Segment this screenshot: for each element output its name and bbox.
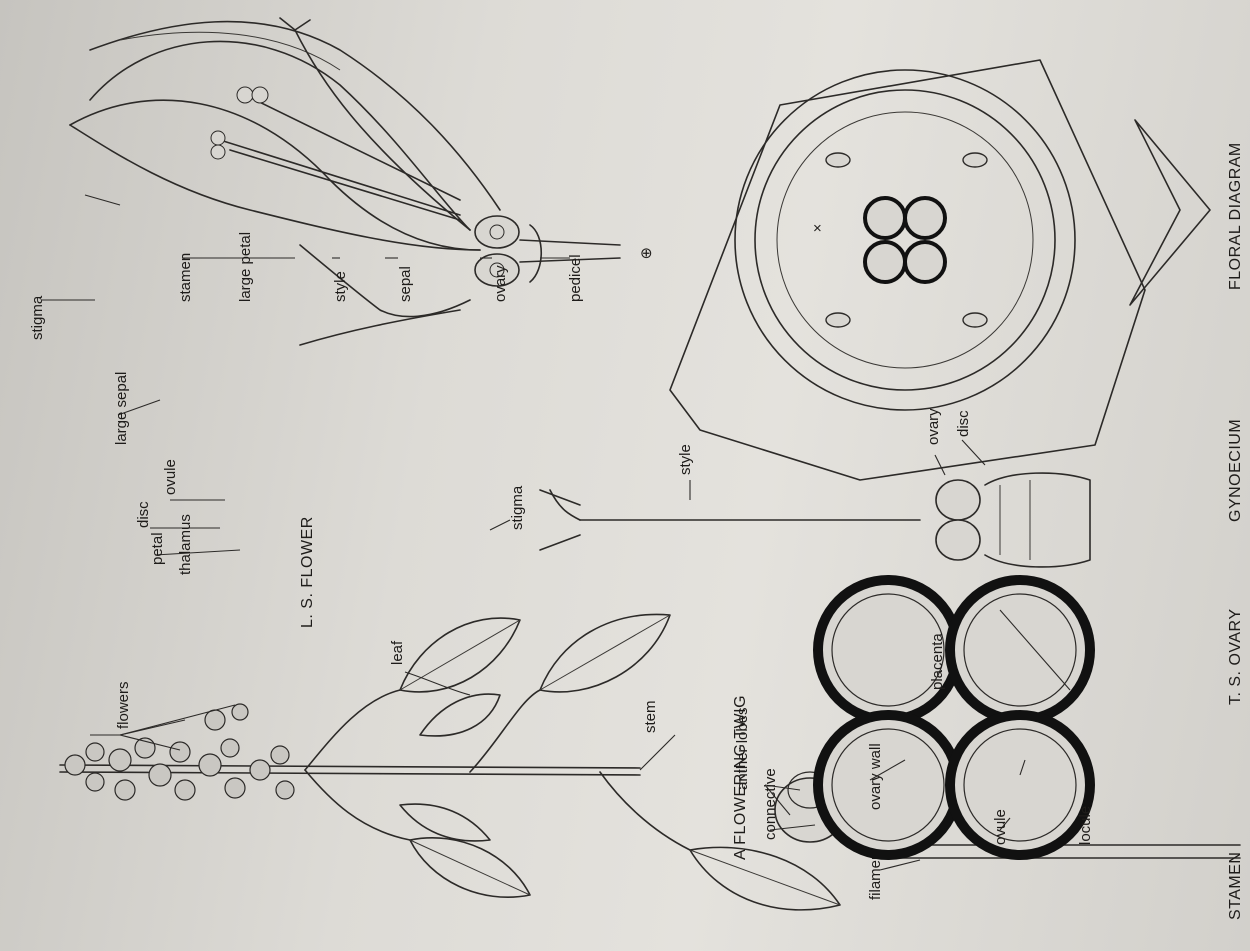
label-gyn-ovary: ovary	[925, 408, 942, 445]
label-flowers: flowers	[115, 681, 132, 729]
caption-ls-flower: L. S. FLOWER	[299, 516, 316, 628]
ts-ovary	[818, 580, 1090, 855]
label-ls-ovule: ovule	[162, 459, 179, 495]
label-ls-thalamus: thalamus	[177, 514, 194, 575]
label-leaf: leaf	[389, 640, 406, 665]
label-ls-large-sepal: large sepal	[113, 372, 130, 445]
label-ls-stamen: stamen	[177, 253, 194, 302]
label-ts-ovule: ovule	[992, 809, 1009, 845]
label-stem: stem	[642, 700, 659, 733]
label-ls-sepal: sepal	[397, 266, 414, 302]
flowering-twig	[60, 614, 840, 909]
label-gyn-disc: disc	[955, 410, 972, 437]
mother-axis-symbol: ×	[813, 220, 822, 237]
label-ls-ovary: ovary	[492, 265, 509, 302]
label-gyn-style: style	[677, 444, 694, 475]
label-connective: connective	[762, 768, 779, 840]
label-gyn-stigma: stigma	[509, 485, 526, 530]
label-ls-pedicel: pedicel	[567, 254, 584, 302]
caption-gynoecium: GYNOECIUM	[1227, 419, 1244, 522]
label-ovary-wall: ovary wall	[867, 743, 884, 810]
caption-ts-ovary: T. S. OVARY	[1227, 609, 1244, 706]
label-placenta: placenta	[929, 633, 946, 690]
caption-stamen: STAMEN	[1227, 852, 1244, 920]
label-ls-style: style	[332, 271, 349, 302]
label-ls-stigma: stigma	[29, 295, 46, 340]
label-ls-disc: disc	[135, 501, 152, 528]
caption-floral-diagram: FLORAL DIAGRAM	[1227, 142, 1244, 290]
ls-flower	[42, 18, 620, 555]
label-ls-large-petal: large petal	[237, 232, 254, 302]
label-anther-lobes: anther lobes	[734, 707, 751, 790]
label-locule: locule	[1077, 806, 1094, 845]
zygomorphic-symbol: ⊕	[640, 245, 653, 262]
label-ls-petal: petal	[149, 532, 166, 565]
